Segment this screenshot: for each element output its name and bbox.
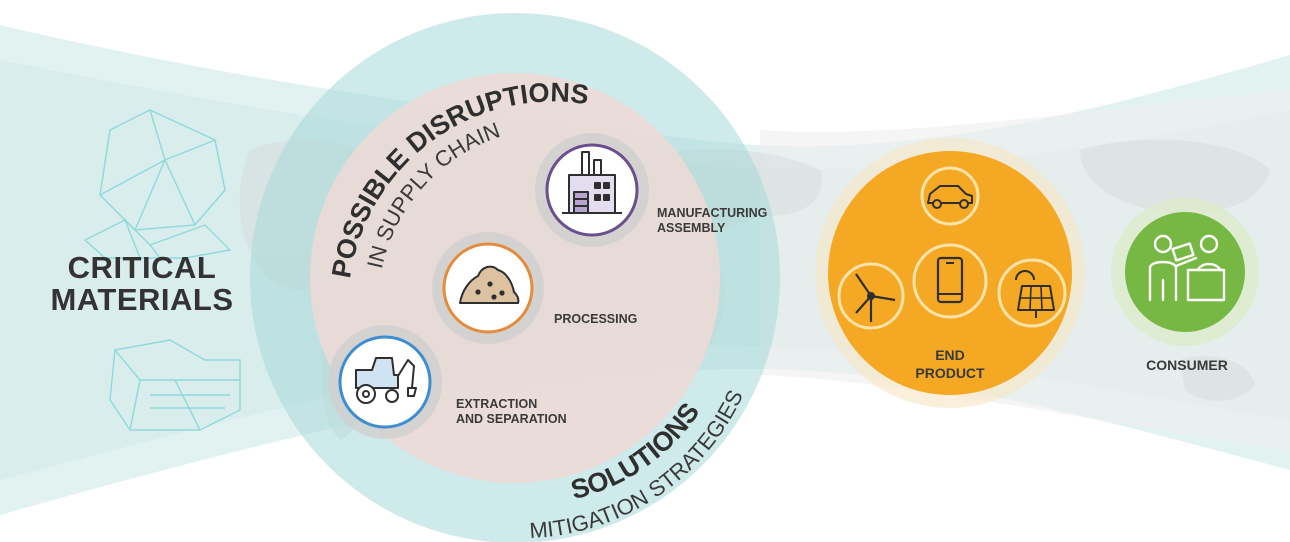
crystal-icon: [109, 339, 241, 431]
end-product-circle: END PRODUCT: [815, 138, 1085, 408]
extraction-line1: EXTRACTION: [456, 397, 537, 411]
manufacturing-line1: MANUFACTURING: [657, 206, 767, 220]
consumer-purchase-icon: [1148, 234, 1226, 302]
wind-turbine-icon: [837, 262, 905, 330]
critical-materials-line1: CRITICAL: [68, 250, 217, 285]
critical-materials-label: CRITICAL MATERIALS: [50, 250, 233, 317]
crystal-outline-icons: [83, 109, 241, 431]
stage-processing: PROCESSING: [432, 232, 637, 344]
end-product-line2: PRODUCT: [915, 365, 985, 381]
stage-extraction: EXTRACTION AND SEPARATION: [328, 325, 567, 439]
end-product-line1: END: [935, 347, 965, 363]
factory-icon: [562, 151, 622, 214]
electric-car-icon: [920, 166, 980, 226]
consumer-node: CONSUMER: [1111, 198, 1259, 373]
stage-manufacturing: MANUFACTURING ASSEMBLY: [535, 133, 767, 247]
tractor-icon: [355, 357, 417, 404]
smartphone-icon: [912, 243, 988, 319]
extraction-line2: AND SEPARATION: [456, 412, 567, 426]
manufacturing-line2: ASSEMBLY: [657, 221, 726, 235]
consumer-label: CONSUMER: [1146, 357, 1228, 373]
crystal-icon: [83, 219, 232, 259]
crystal-icon: [99, 109, 226, 231]
processing-label: PROCESSING: [554, 312, 637, 326]
critical-materials-line2: MATERIALS: [50, 282, 233, 317]
solar-panel-icon: [997, 258, 1067, 328]
ore-pile-icon: [459, 265, 520, 304]
